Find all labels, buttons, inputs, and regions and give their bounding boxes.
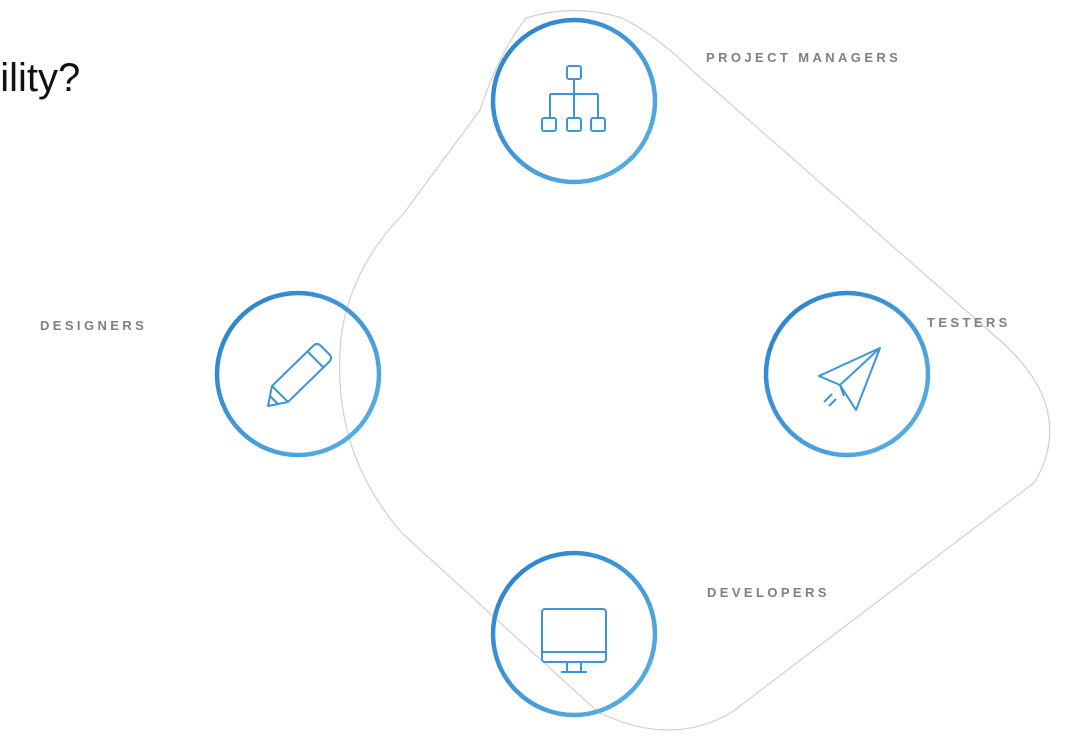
developers-ring <box>490 550 658 718</box>
project-managers-label: PROJECT MANAGERS <box>706 50 902 65</box>
designers-label: DESIGNERS <box>40 318 148 333</box>
testers-label: TESTERS <box>927 315 1011 330</box>
developers-node <box>490 550 658 718</box>
org-chart-icon <box>541 65 606 132</box>
designers-node <box>214 290 382 458</box>
developers-label: DEVELOPERS <box>707 585 830 600</box>
monitor-icon <box>541 608 607 673</box>
pencil-icon <box>267 343 332 407</box>
paper-plane-icon <box>818 347 881 411</box>
testers-ring <box>763 290 931 458</box>
designers-ring <box>214 290 382 458</box>
cycle-outline <box>338 9 1051 731</box>
testers-node <box>763 290 931 458</box>
slide-heading: bility? <box>0 56 81 100</box>
project-managers-node <box>490 17 658 185</box>
